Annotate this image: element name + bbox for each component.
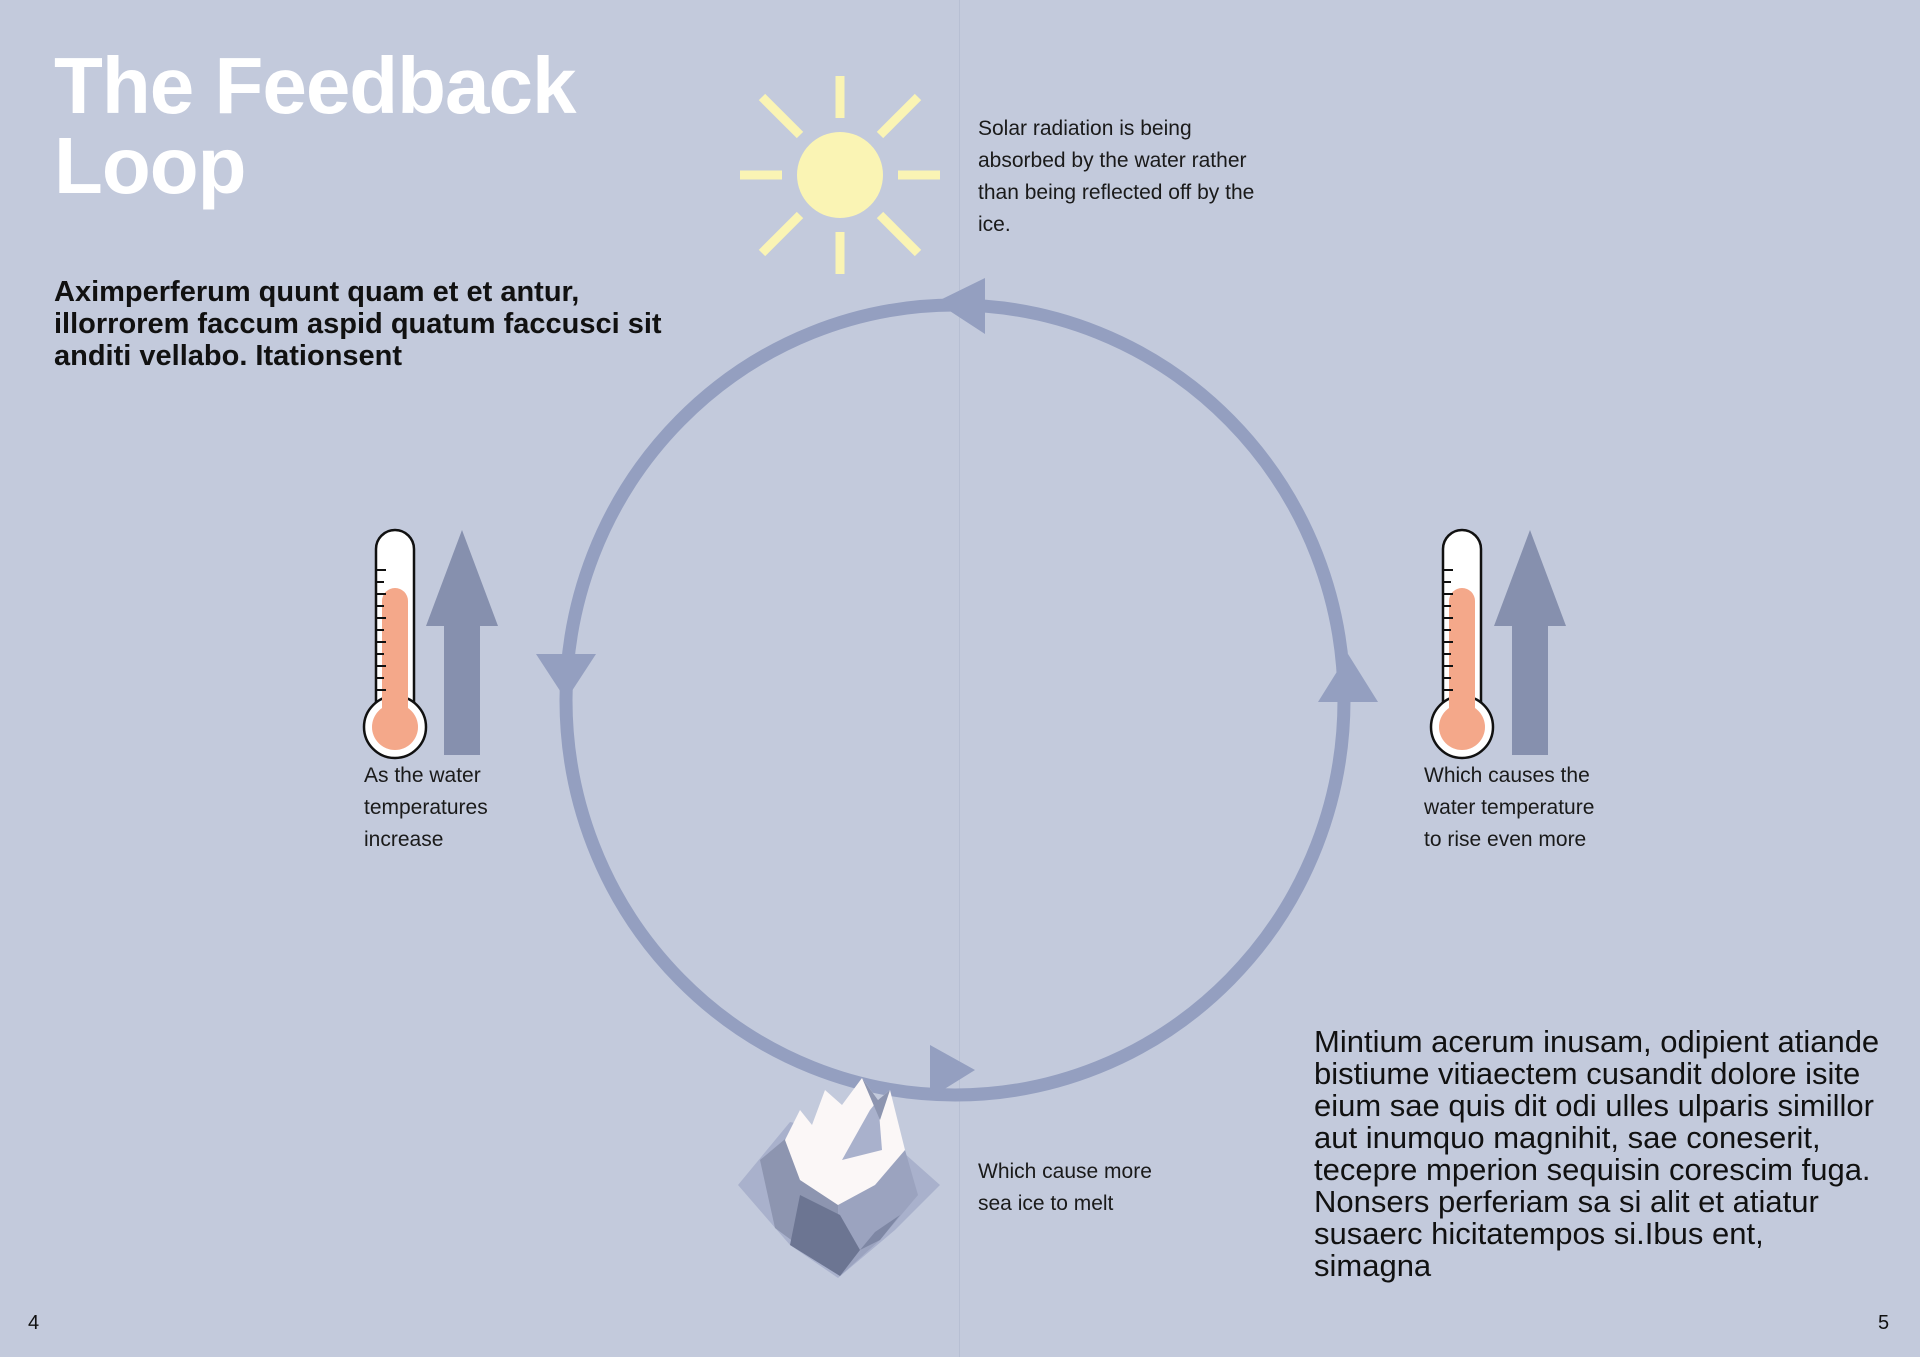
thermometer-icon (1429, 528, 1495, 760)
caption-solar-radiation: Solar radiation is being absorbed by the… (978, 117, 1255, 236)
up-arrow-icon (1494, 530, 1566, 755)
lead-paragraph: Aximperferum quunt quam et et antur, ill… (54, 276, 662, 372)
sun-icon (740, 76, 940, 274)
caption-water-temperatures: As the water temperatures increase (364, 764, 488, 851)
loop-arrowhead-top (936, 278, 985, 334)
thermometer-icon (362, 528, 428, 760)
page-number-left: 4 (28, 1312, 40, 1334)
loop-arrowhead-right (1318, 654, 1378, 702)
caption-temperature-rise: Which causes the water temperature to ri… (1424, 764, 1595, 851)
page-number-right: 5 (1878, 1312, 1890, 1334)
page-spine (959, 0, 960, 1357)
caption-sea-ice-melt: Which cause more sea ice to melt (978, 1160, 1152, 1215)
iceberg-icon (738, 1078, 940, 1278)
body-paragraph: Mintium acerum inusam, odipient atiande … (1314, 1024, 1880, 1283)
loop-circle (559, 298, 1351, 1102)
loop-arrowhead-bottom (930, 1045, 975, 1098)
up-arrow-icon (426, 530, 498, 755)
loop-arrowhead-left (536, 654, 596, 700)
page-title: The Feedback Loop (54, 41, 577, 210)
